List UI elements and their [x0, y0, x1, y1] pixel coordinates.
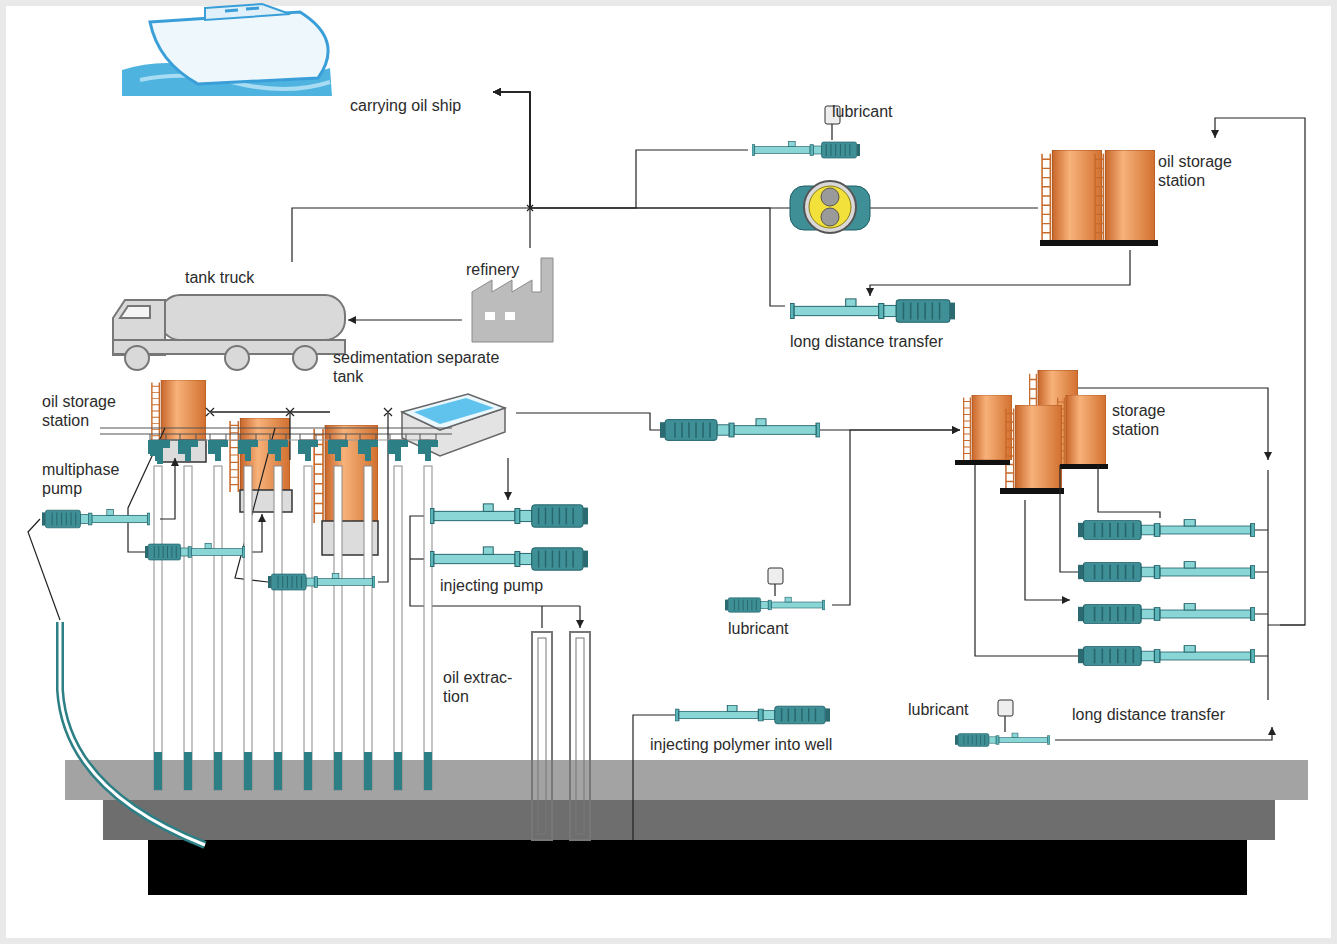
tank-node: oil storage station	[40, 378, 210, 458]
refinery-node: refinery	[462, 248, 558, 348]
node-label: oil storage station	[42, 392, 137, 430]
ship-node: carrying oil ship	[118, 2, 493, 120]
oil-well	[268, 434, 288, 790]
flow-connector	[507, 458, 508, 500]
node-label: carrying oil ship	[350, 96, 490, 115]
oil-well	[418, 434, 438, 790]
flow-connector	[1055, 727, 1272, 740]
flow-connector	[493, 92, 1038, 208]
diagram-page: carrying oil ship lubricant oil storage st…	[6, 6, 1331, 938]
oil-well	[238, 434, 258, 790]
truck-illustration	[113, 295, 345, 370]
tank-node: sedimentation separate tank	[330, 348, 516, 458]
flow-connector	[292, 92, 530, 262]
pump-node: lubricant	[748, 100, 915, 162]
flow-connector	[1025, 500, 1070, 600]
truck-node: tank truck	[108, 262, 348, 374]
oil-well	[148, 434, 168, 790]
node-label: injecting pump	[440, 576, 580, 595]
extraction-wells	[150, 440, 430, 464]
well-row	[148, 434, 438, 790]
node-label: long distance transfer	[1072, 705, 1272, 724]
oil-well	[328, 434, 348, 790]
pipelines	[28, 124, 1305, 840]
oil-well	[298, 434, 318, 790]
oil-well	[208, 434, 228, 790]
tank-node: storage station	[960, 365, 1185, 500]
node-label: lubricant	[832, 102, 912, 121]
flow-connector	[493, 92, 530, 248]
pump-node: long distance transfer	[1070, 505, 1280, 727]
node-label: refinery	[466, 260, 536, 279]
directional-well-core	[60, 622, 205, 845]
node-label: sedimentation separate tank	[333, 348, 513, 386]
oil-well	[388, 434, 408, 790]
node-label: injecting polymer into well	[650, 735, 880, 754]
flow-connector	[832, 430, 960, 605]
node-label: long distance transfer	[790, 332, 980, 351]
pump-node: lubricant	[905, 698, 1055, 750]
pump-node: injecting polymer into well	[630, 703, 883, 758]
sedimentation-tank	[402, 394, 505, 456]
lobe-pump	[790, 181, 870, 233]
pump-node: lubricant	[722, 563, 832, 643]
pump-node: multiphase pump	[40, 460, 160, 535]
flow-connector	[870, 250, 1130, 296]
node-label: lubricant	[728, 619, 818, 638]
tank-node: oil storage station	[1038, 138, 1256, 250]
well-field-node: oil extrac- tion	[98, 432, 528, 794]
node-label: lubricant	[908, 700, 988, 719]
flow-connector	[348, 319, 462, 320]
oil-well	[358, 434, 378, 790]
pump-node: long distance transfer	[785, 296, 983, 356]
node-label: oil extrac- tion	[443, 668, 525, 706]
flow-connector	[210, 411, 330, 412]
directional-well	[60, 622, 205, 845]
flow-connector	[493, 92, 748, 208]
node-label: tank truck	[185, 268, 285, 287]
oil-well	[178, 434, 198, 790]
oil-storage-tanks	[1040, 150, 1158, 246]
injection-wells	[532, 632, 590, 840]
flow-connector	[1215, 118, 1305, 625]
node-label: multiphase pump	[42, 460, 132, 498]
ship-illustration	[122, 4, 332, 96]
node-label: oil storage station	[1158, 152, 1253, 190]
flow-connector	[493, 92, 785, 306]
node-label: storage station	[1112, 401, 1182, 439]
pump-node: injecting pump	[428, 500, 590, 600]
flow-connector	[160, 458, 175, 519]
pumps	[42, 106, 1255, 746]
